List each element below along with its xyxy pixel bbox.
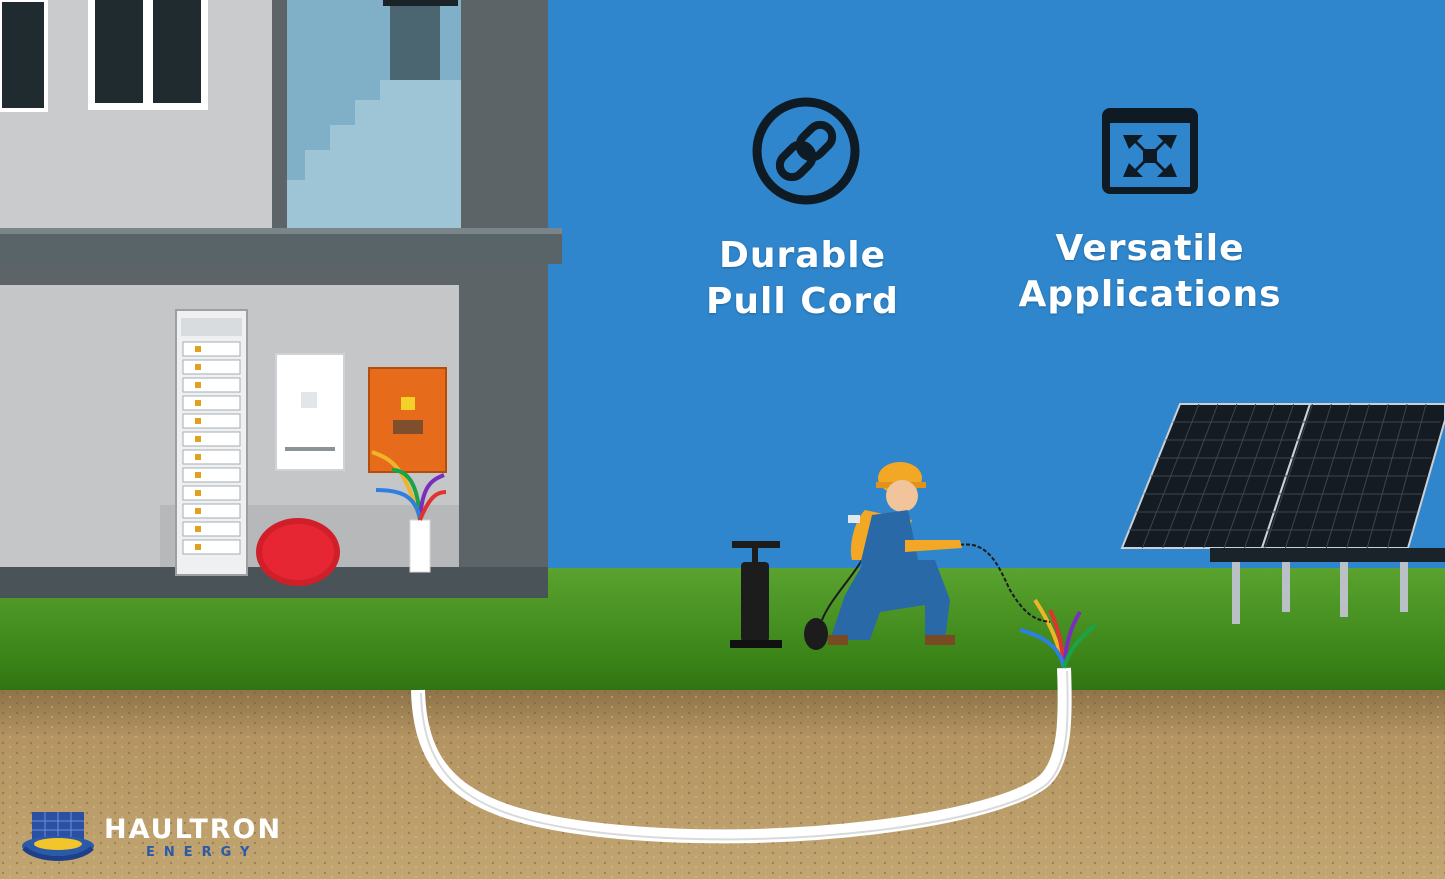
red-cable-spool — [256, 518, 340, 586]
panel-gridline — [1182, 403, 1238, 549]
battery-module-indicator — [195, 436, 201, 442]
battery-module-indicator — [195, 346, 201, 352]
battery-modules — [182, 341, 241, 555]
panel-gridline — [1284, 403, 1332, 549]
panel-gridline — [1203, 403, 1257, 549]
battery-module — [182, 503, 241, 519]
battery-module-indicator — [195, 508, 201, 514]
air-pump — [730, 541, 828, 650]
inverter — [275, 353, 345, 471]
battery-module-indicator — [195, 490, 201, 496]
panel-gridline — [1223, 403, 1276, 549]
panel-gridline — [1264, 403, 1313, 549]
panel-gridline — [1141, 403, 1200, 549]
solar-panel-array — [1120, 403, 1445, 624]
feature-versatile-applications: Versatile Applications — [990, 226, 1310, 318]
worker — [828, 462, 962, 645]
battery-module — [182, 377, 241, 393]
house — [0, 0, 562, 598]
indoor-conduit — [371, 450, 447, 573]
brand-name: HAULTRON — [104, 814, 283, 845]
expand-arrows-icon — [1102, 108, 1198, 194]
feature-title-line1: Versatile — [1055, 228, 1245, 269]
battery-module-indicator — [195, 400, 201, 406]
panel-gridline — [1305, 403, 1351, 549]
chain-link-icon — [752, 97, 860, 205]
battery-module-indicator — [195, 454, 201, 460]
panel-gridline — [1244, 403, 1295, 549]
soil-texture — [0, 690, 1445, 879]
brand-subtitle: ENERGY — [146, 845, 259, 860]
battery-module — [182, 449, 241, 465]
feature-title-line2: Pull Cord — [706, 281, 899, 322]
panel-gridline — [1162, 403, 1219, 549]
battery-module — [182, 485, 241, 501]
battery-module — [182, 413, 241, 429]
battery-module — [182, 359, 241, 375]
battery-module-indicator — [195, 526, 201, 532]
battery-module-indicator — [195, 544, 201, 550]
panel-gridline — [1346, 403, 1389, 549]
battery-module — [182, 341, 241, 357]
feature-title-line1: Durable — [718, 235, 887, 276]
feature-title-line2: Applications — [1018, 274, 1282, 315]
panel-gridline — [1325, 403, 1370, 549]
battery-module-indicator — [195, 382, 201, 388]
battery-module-indicator — [195, 364, 201, 370]
battery-module-indicator — [195, 472, 201, 478]
battery-module — [182, 539, 241, 555]
pull-cord — [959, 543, 1051, 623]
feature-durable-pull-cord: Durable Pull Cord — [650, 233, 955, 325]
battery-module-indicator — [195, 418, 201, 424]
outdoor-cable-fan — [1019, 598, 1097, 669]
battery-module — [182, 431, 241, 447]
battery-module — [182, 521, 241, 537]
panel-gridline — [1387, 403, 1427, 549]
panel-gridline — [1366, 403, 1408, 549]
battery-module — [182, 395, 241, 411]
brand-logo-icon — [22, 812, 94, 861]
battery-module — [182, 467, 241, 483]
